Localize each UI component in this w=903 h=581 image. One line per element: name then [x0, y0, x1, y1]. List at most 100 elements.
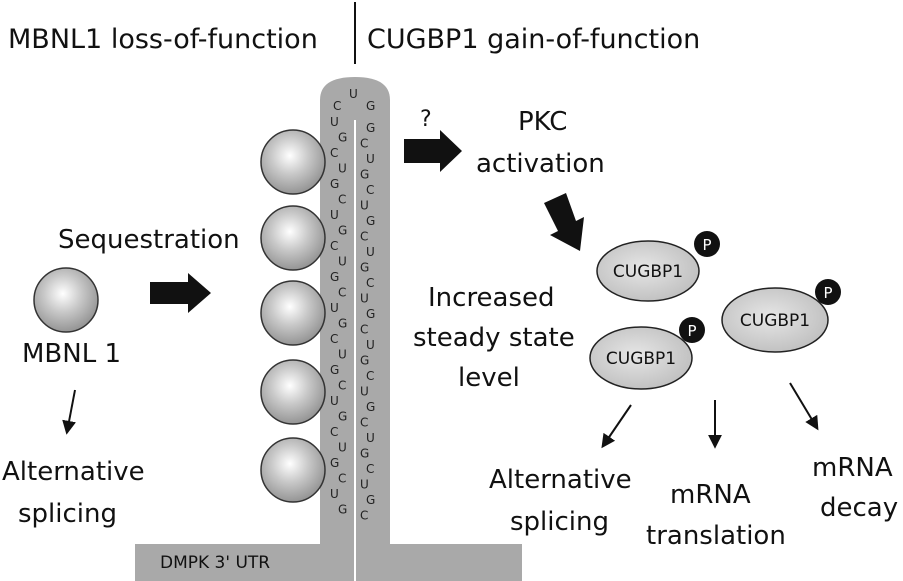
sequestration-label: Sequestration	[58, 225, 240, 255]
rna-nucleotide: G	[360, 354, 369, 368]
rna-nucleotide: C	[360, 323, 368, 337]
rna-nucleotide: U	[366, 245, 375, 259]
rna-nucleotide: C	[360, 509, 368, 523]
rna-nucleotide: U	[330, 487, 339, 501]
cugbp1-label: CUGBP1	[740, 311, 810, 331]
rna-nucleotide: C	[338, 286, 346, 300]
rna-nucleotide: U	[366, 152, 375, 166]
decay-outcome-arrow	[789, 382, 819, 431]
rna-nucleotide: G	[338, 503, 347, 517]
rna-nucleotide: G	[360, 447, 369, 461]
rna-nucleotide: C	[338, 472, 346, 486]
rna-nucleotide: C	[330, 146, 338, 160]
rna-nucleotide: C	[330, 239, 338, 253]
pkc-arrow	[404, 130, 462, 172]
phospho-badge	[815, 279, 841, 305]
rna-nucleotide: U	[330, 115, 339, 129]
header-right-label: CUGBP1 gain-of-function	[367, 24, 700, 55]
mbnl-bound-sphere	[260, 129, 326, 195]
rna-nucleotide: U	[366, 338, 375, 352]
rna-nucleotide: G	[360, 168, 369, 182]
translation-line2: translation	[646, 521, 786, 551]
cugbp1-protein-bottom: CUGBP1 P	[589, 317, 705, 390]
rna-nucleotide: G	[338, 224, 347, 238]
rna-nucleotide: G	[360, 261, 369, 275]
translation-line1: mRNA	[670, 480, 751, 510]
cugbp1-protein-top: CUGBP1 P	[596, 231, 720, 302]
header-left-label: MBNL1 loss-of-function	[8, 24, 318, 55]
rna-nucleotide: G	[366, 307, 375, 321]
increased-line2: steady state	[413, 323, 575, 353]
rna-nucleotide: U	[338, 255, 347, 269]
rna-nucleotide: G	[330, 270, 339, 284]
mbnl-bound-sphere	[260, 359, 326, 425]
rna-nucleotide: U	[330, 394, 339, 408]
rna-nucleotide: U	[338, 162, 347, 176]
splicing-outcome-arrow	[601, 404, 632, 449]
mbnl-free-sphere	[33, 267, 99, 333]
left-alt-splicing-line1: Alternative	[2, 457, 145, 487]
rna-nucleotide: U	[360, 199, 369, 213]
left-alt-splicing-line2: splicing	[18, 499, 117, 529]
decay-line1: mRNA	[812, 453, 893, 483]
increased-line3: level	[458, 363, 520, 393]
mbnl-splicing-arrow	[62, 389, 76, 435]
right-alt-splicing-line2: splicing	[510, 507, 609, 537]
pkc-activation-arrow	[544, 193, 584, 251]
rna-nucleotide: C	[360, 230, 368, 244]
loop-nt-g: G	[366, 99, 375, 113]
phospho-badge	[679, 317, 705, 343]
question-mark: ?	[420, 107, 432, 132]
rna-nucleotide: U	[366, 431, 375, 445]
rna-nucleotide: U	[338, 348, 347, 362]
utr-base	[135, 544, 522, 581]
phospho-badge	[694, 231, 720, 257]
increased-line1: Increased	[428, 283, 555, 313]
loop-nt-u: U	[349, 87, 358, 101]
rna-nucleotide: G	[338, 131, 347, 145]
phospho-label: P	[687, 322, 696, 340]
rna-nucleotide: C	[338, 193, 346, 207]
cugbp1-label: CUGBP1	[606, 349, 676, 369]
right-alt-splicing-line1: Alternative	[489, 465, 632, 495]
pkc-label-line1: PKC	[518, 107, 567, 137]
rna-nucleotide: U	[360, 385, 369, 399]
mbnl-bound-sphere	[260, 205, 326, 271]
rna-nucleotide: U	[330, 208, 339, 222]
mbnl-sequestered-group	[260, 129, 326, 503]
rna-nucleotide: U	[338, 441, 347, 455]
sequestration-arrow	[150, 273, 211, 313]
cugbp1-label: CUGBP1	[613, 262, 683, 282]
rna-nucleotide: G	[330, 363, 339, 377]
rna-nucleotide: G	[338, 317, 347, 331]
mbnl-bound-sphere	[260, 280, 326, 346]
rna-nucleotide: G	[338, 410, 347, 424]
utr-label: DMPK 3' UTR	[160, 553, 270, 573]
rna-nucleotide: C	[366, 369, 374, 383]
cugbp1-protein-right: CUGBP1 P	[721, 279, 841, 353]
rna-nucleotide: U	[360, 478, 369, 492]
rna-nucleotide: G	[366, 121, 375, 135]
phospho-label: P	[823, 284, 832, 302]
rna-nucleotide: C	[366, 276, 374, 290]
rna-nucleotide: C	[360, 416, 368, 430]
rna-nucleotide: U	[330, 301, 339, 315]
mbnl-label: MBNL 1	[22, 339, 121, 369]
mbnl-bound-sphere	[260, 437, 326, 503]
rna-nucleotide: G	[366, 493, 375, 507]
decay-line2: decay	[820, 493, 898, 523]
rna-nucleotide: C	[330, 425, 338, 439]
rna-nucleotide: C	[366, 183, 374, 197]
rna-nucleotide: G	[366, 400, 375, 414]
rna-nucleotide: C	[338, 379, 346, 393]
rna-nucleotide: G	[366, 214, 375, 228]
rna-nucleotide: U	[360, 292, 369, 306]
rna-nucleotide: C	[360, 137, 368, 151]
rna-nucleotide: G	[330, 456, 339, 470]
rna-nucleotide: G	[330, 177, 339, 191]
pkc-label-line2: activation	[476, 149, 605, 179]
phospho-label: P	[702, 236, 711, 254]
rna-nucleotide: C	[330, 332, 338, 346]
